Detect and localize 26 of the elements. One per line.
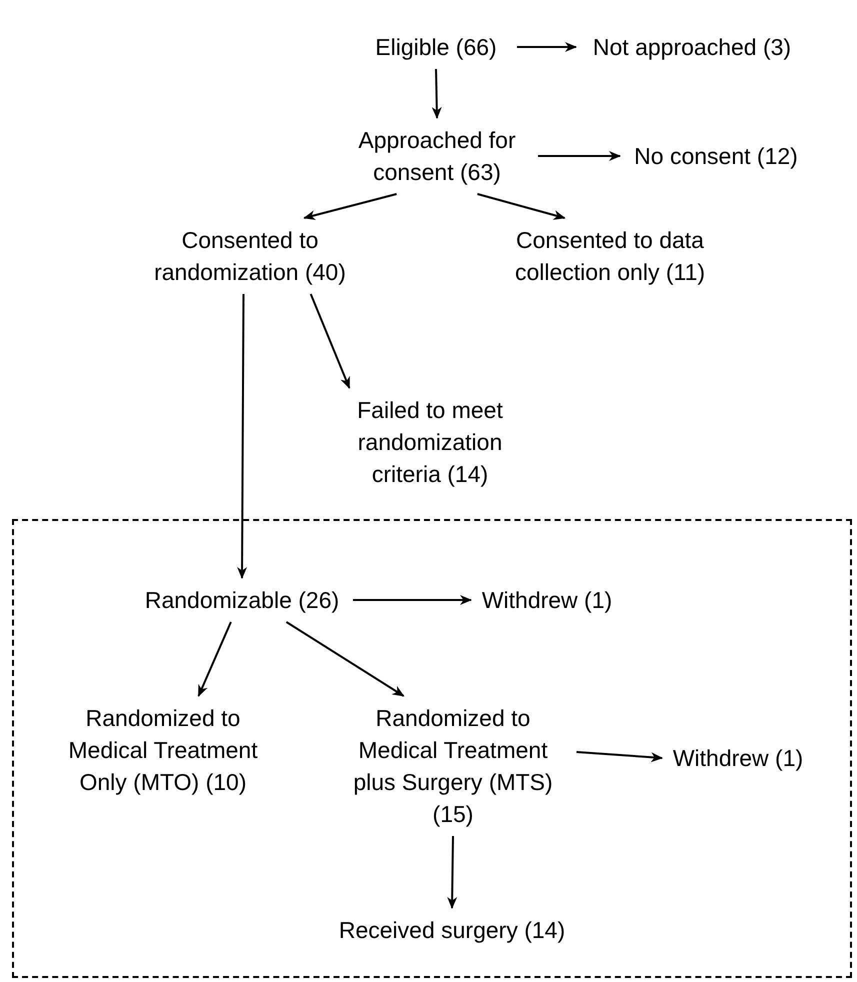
flow-step-text: Failed to meet randomization criteria (14) bbox=[334, 388, 526, 496]
arrow bbox=[237, 294, 248, 579]
arrow bbox=[517, 42, 577, 52]
flow-step-text: Withdrew (1) bbox=[471, 578, 623, 622]
flow-step-text: Eligible (66) bbox=[355, 25, 517, 69]
flow-step-text: No consent (12) bbox=[620, 134, 812, 178]
flow-step-text: Randomized to Medical Treatment Only (MTO) (10) bbox=[44, 696, 282, 804]
flow-step-text: Withdrew (1) bbox=[662, 736, 814, 780]
arrow bbox=[286, 621, 404, 697]
arrow bbox=[310, 294, 350, 389]
dashed-group-frame bbox=[12, 519, 852, 978]
arrow bbox=[576, 751, 663, 762]
flow-step-text: Received surgery (14) bbox=[311, 908, 593, 952]
flow-step-text: Not approached (3) bbox=[576, 25, 808, 69]
arrow bbox=[432, 68, 442, 119]
arrow bbox=[303, 193, 397, 220]
arrow bbox=[198, 622, 232, 697]
flow-step-text: Randomized to Medical Treatment plus Surgery (MTS) (15) bbox=[330, 696, 576, 836]
arrow bbox=[538, 151, 621, 161]
flow-step-text: Consented to randomization (40) bbox=[142, 218, 358, 294]
arrow bbox=[477, 193, 566, 220]
arrow bbox=[353, 595, 472, 605]
flow-step-text: Approached for consent (63) bbox=[336, 118, 538, 194]
arrow bbox=[447, 836, 458, 909]
flow-step-text: Randomizable (26) bbox=[131, 578, 353, 622]
flow-step-text: Consented to data collection only (11) bbox=[496, 218, 724, 294]
